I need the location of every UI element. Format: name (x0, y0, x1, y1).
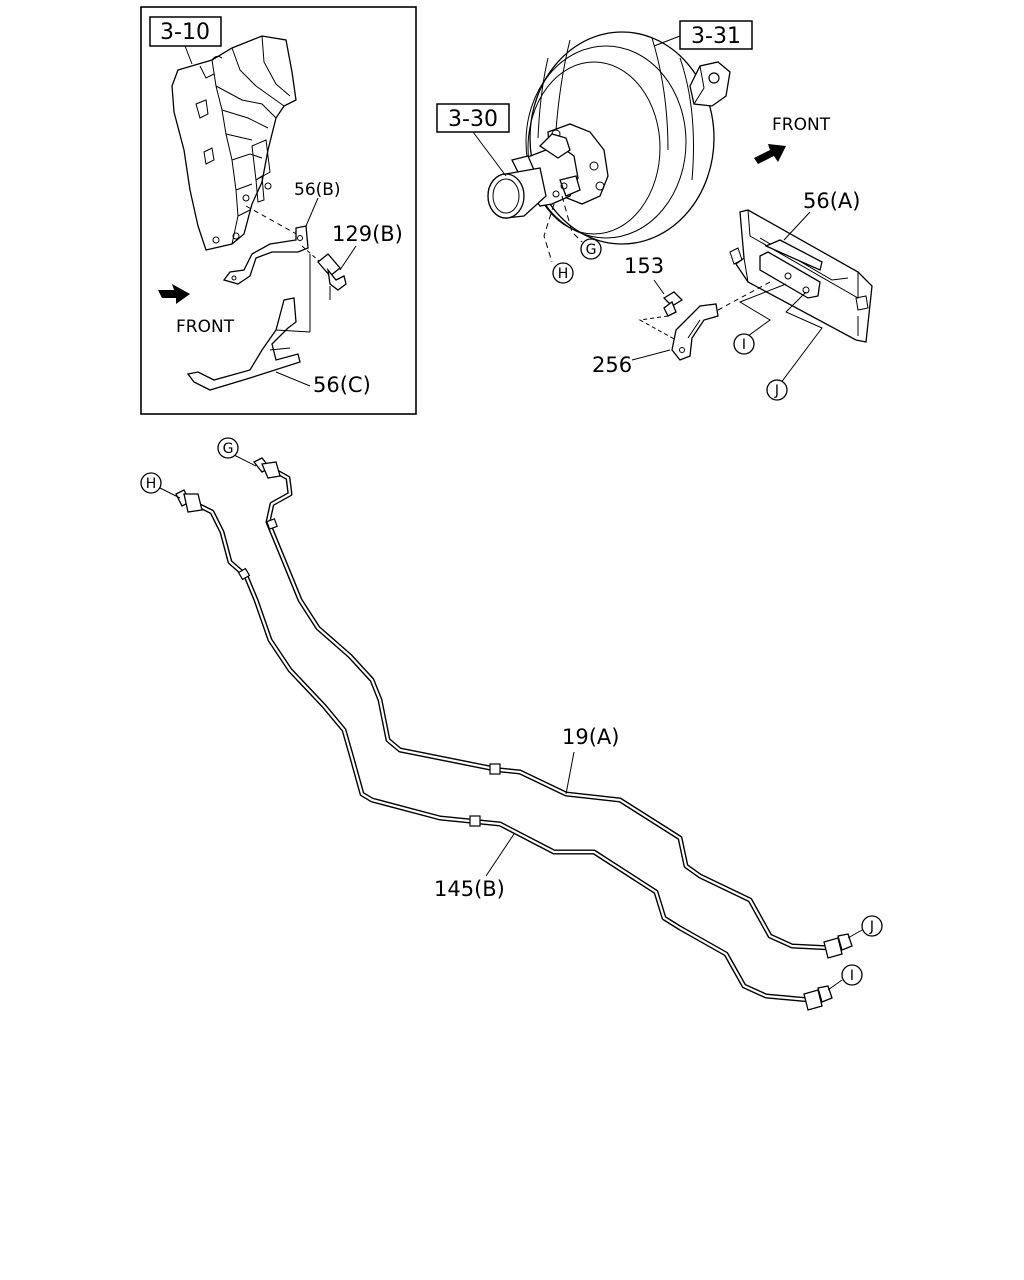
bracket-56c-part (186, 297, 311, 391)
brake-booster-assembly: 3-31 3-30 (436, 20, 753, 263)
master-cylinder-part (487, 133, 581, 219)
svg-text:I: I (850, 968, 854, 984)
bolt-129b-part (301, 245, 347, 291)
connector-i-bracket: I (733, 333, 755, 355)
svg-text:J: J (869, 919, 874, 935)
connector-h-top: H (552, 262, 574, 284)
connector-g-pipe: G (217, 437, 239, 459)
inset-ref-box: 3-10 (149, 16, 222, 47)
label-56a: 56(A) (803, 189, 860, 213)
connector-i-pipe: I (841, 964, 863, 986)
bolt-153-part (662, 291, 684, 317)
svg-text:H: H (146, 476, 157, 492)
connector-j-bracket: J (766, 379, 788, 401)
main-front-arrow-icon (754, 144, 786, 164)
pipe-19a (265, 465, 835, 951)
clip-256-part (671, 303, 719, 361)
pipe-145b (193, 501, 813, 1003)
label-153: 153 (624, 254, 664, 278)
bracket-56b-part (222, 225, 309, 285)
label-56b: 56(B) (294, 180, 341, 200)
svg-text:G: G (223, 441, 234, 457)
inset-front-arrow-icon (158, 284, 190, 304)
inset-ref-label: 3-10 (160, 20, 210, 45)
svg-text:G: G (586, 242, 597, 258)
label-145b: 145(B) (434, 877, 505, 901)
svg-text:J: J (774, 383, 779, 399)
bracket-56a-part (729, 209, 873, 343)
svg-text:I: I (742, 337, 746, 353)
label-129b: 129(B) (332, 222, 403, 246)
push-rod-clevis-part (689, 61, 731, 107)
inset-panel: 3-10 (140, 6, 417, 415)
connector-g-top: G (580, 238, 602, 260)
svg-text:H: H (558, 266, 569, 282)
booster-ref-label: 3-31 (691, 24, 741, 49)
fitting-h-pipe (175, 489, 203, 513)
inset-frame (140, 6, 417, 415)
connector-h-pipe: H (140, 472, 162, 494)
main-front-label: FRONT (772, 115, 831, 135)
label-19a: 19(A) (562, 725, 619, 749)
label-256: 256 (592, 353, 632, 377)
inset-front-label: FRONT (176, 317, 235, 337)
connector-j-pipe: J (861, 915, 883, 937)
fitting-g-pipe (252, 457, 281, 479)
dash-panel-part (171, 35, 297, 251)
master-cyl-ref-label: 3-30 (448, 107, 498, 132)
label-56c: 56(C) (313, 373, 371, 397)
